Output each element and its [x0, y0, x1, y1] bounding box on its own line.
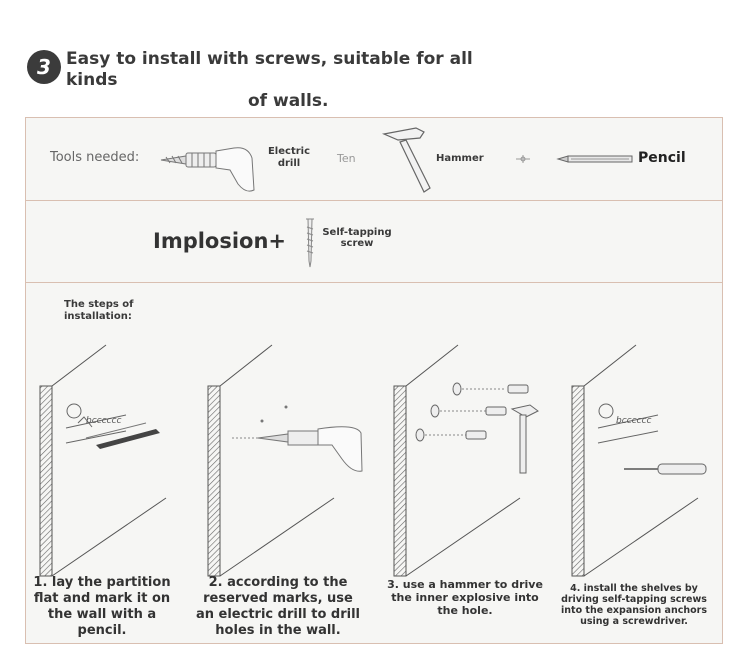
hammer-label: Hammer — [436, 153, 484, 164]
step-number-badge: 3 — [27, 50, 61, 84]
page-title: Easy to install with screws, suitable fo… — [66, 49, 526, 112]
step-3-caption: 3. use a hammer to drive the inner explo… — [387, 578, 543, 617]
fixings-panel: Implosion+ Self-tapping screw — [25, 200, 723, 283]
wall-illustrations: bcccccc — [39, 344, 707, 577]
step-3-wall — [393, 344, 539, 577]
svg-text:bcccccc: bcccccc — [86, 416, 121, 426]
step-4-wall: bcccccc — [571, 344, 707, 577]
hammer-icon — [381, 127, 431, 193]
screw-label: Self-tapping screw — [322, 227, 392, 249]
electric-drill-icon — [160, 147, 255, 192]
ten-label: Ten — [337, 152, 356, 165]
implosion-label: Implosion+ — [153, 229, 287, 253]
tools-label: Tools needed: — [50, 150, 140, 165]
pencil-icon — [556, 155, 633, 163]
drill-label: Electric drill — [267, 146, 311, 169]
pencil-label: Pencil — [638, 150, 686, 166]
small-screw-icon — [516, 155, 530, 163]
step-4-caption: 4. install the shelves by driving self-t… — [561, 583, 707, 627]
title-line-2: of walls. — [248, 91, 329, 111]
tools-panel: Tools needed: Electric drill Ten Hammer — [25, 117, 723, 201]
title-line-1: Easy to install with screws, suitable fo… — [66, 49, 473, 90]
self-tapping-screw-icon — [306, 218, 314, 268]
step-2-wall — [207, 344, 363, 577]
step-2-caption: 2. according to the reserved marks, use … — [195, 575, 361, 638]
steps-panel: The steps of installation: bcccccc — [25, 282, 723, 644]
svg-text:bcccccc: bcccccc — [616, 416, 651, 426]
step-1-wall: bcccccc — [39, 344, 167, 577]
steps-title: The steps of installation: — [64, 299, 134, 322]
step-1-caption: 1. lay the partition flat and mark it on… — [33, 575, 171, 638]
